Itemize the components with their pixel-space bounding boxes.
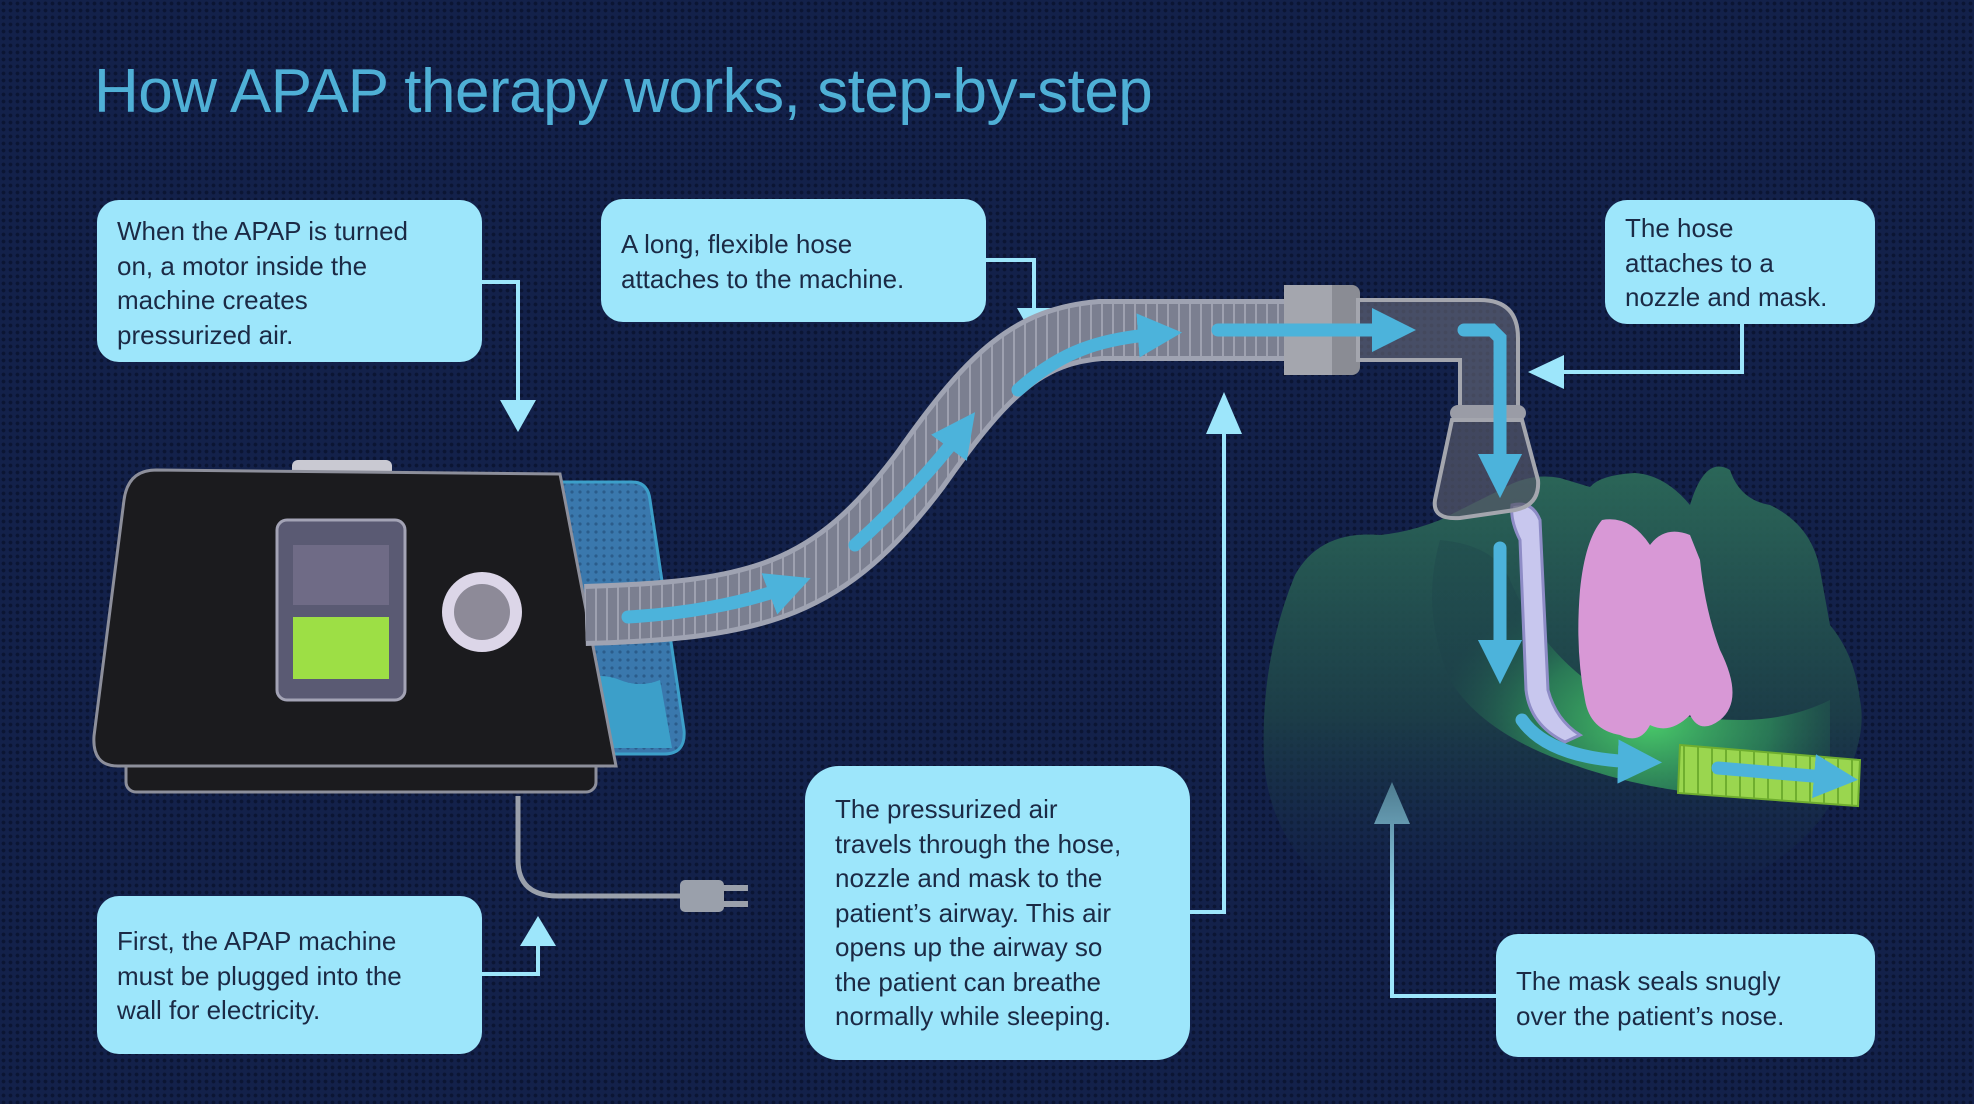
- airflow-arrow: [621, 573, 811, 624]
- callout-hose: A long, flexible hose attaches to the ma…: [601, 199, 986, 322]
- airflow-arrow: [1011, 313, 1183, 397]
- power-cord: [515, 796, 690, 899]
- connector-plug: [482, 946, 540, 976]
- connector-nozzle-arrowhead: [1528, 355, 1564, 389]
- connector-motor: [482, 280, 520, 405]
- connector-air: [1190, 430, 1226, 914]
- connector-nozzle: [1560, 324, 1744, 374]
- flexible-hose-icon: [584, 299, 1290, 646]
- connector-motor-arrowhead: [500, 400, 536, 432]
- airflow-arrow: [1515, 713, 1663, 784]
- tongue: [1578, 519, 1733, 739]
- page-title: How APAP therapy works, step-by-step: [94, 57, 1153, 126]
- apap-machine-icon: [92, 460, 618, 794]
- nasal-passage: [1510, 502, 1584, 744]
- airflow-arrows: [621, 307, 1859, 799]
- patient-head-profile-icon: [1263, 466, 1862, 920]
- airflow-arrow: [1457, 323, 1523, 499]
- power-plug-icon: [680, 880, 748, 912]
- connector-air-arrowhead: [1206, 392, 1242, 434]
- callout-nozzle: The hose attaches to a nozzle and mask.: [1605, 200, 1875, 324]
- airflow-arrow: [848, 412, 976, 552]
- callout-plug: First, the APAP machine must be plugged …: [97, 896, 482, 1054]
- display-screen: [293, 545, 389, 605]
- airflow-arrow: [1711, 754, 1859, 799]
- callout-mask: The mask seals snugly over the patient’s…: [1496, 934, 1875, 1057]
- display-indicator: [293, 617, 389, 679]
- connector-hose: [986, 258, 1036, 312]
- connector-plug-arrowhead: [520, 916, 556, 946]
- callout-air: The pressurized air travels through the …: [805, 766, 1190, 1060]
- callout-motor: When the APAP is turned on, a motor insi…: [97, 200, 482, 362]
